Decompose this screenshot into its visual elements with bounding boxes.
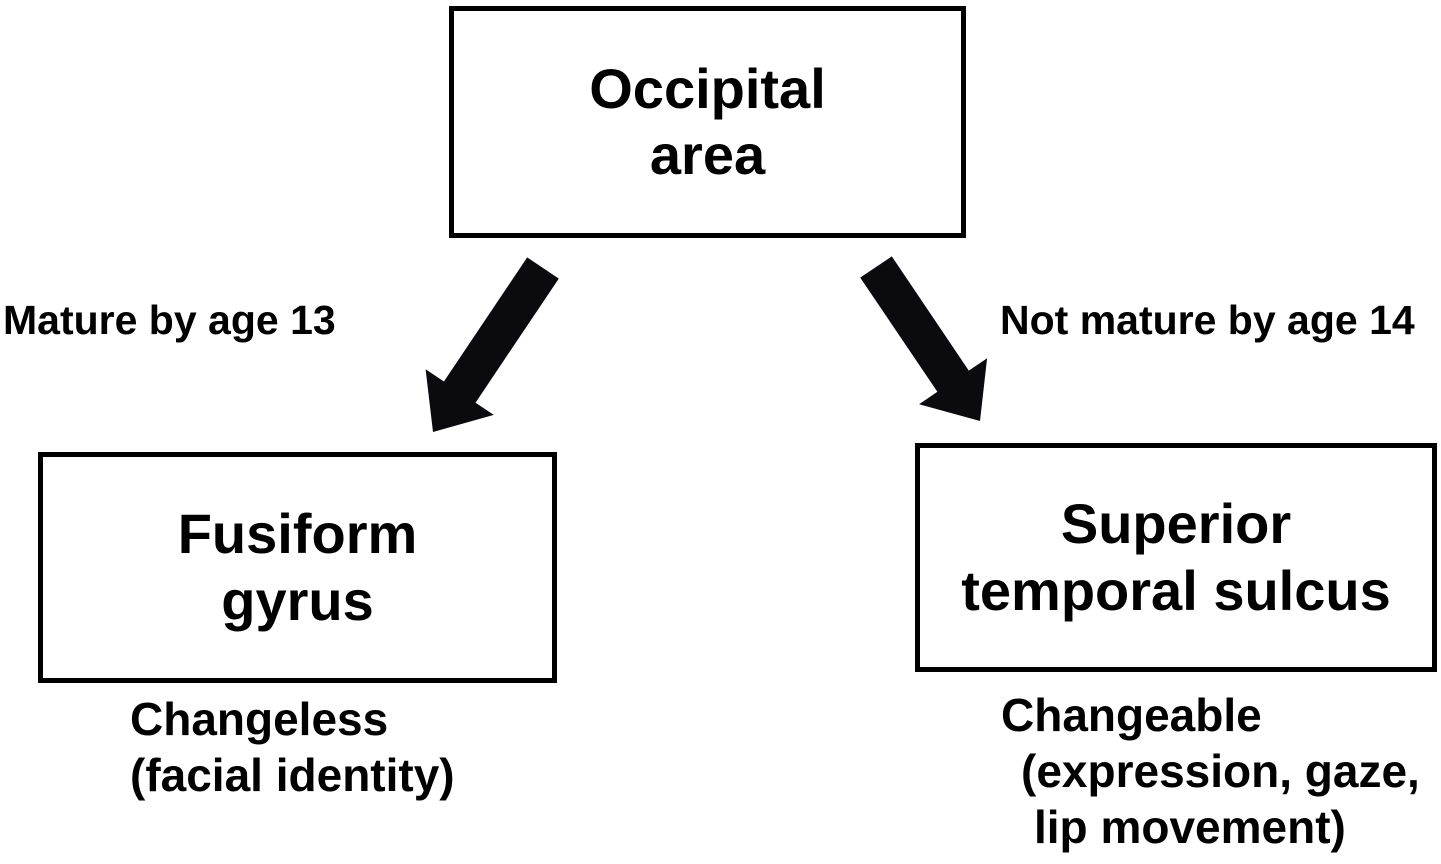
occipital-area-label-line1: Occipital: [589, 56, 826, 120]
fusiform-gyrus-node: Fusiform gyrus: [38, 452, 557, 683]
sts-caption-line3: lip movement): [1034, 801, 1346, 854]
superior-temporal-sulcus-label-line1: Superior: [1060, 492, 1292, 556]
right-arrow-label: Not mature by age 14: [1000, 297, 1415, 343]
superior-temporal-sulcus-label: Superior temporal sulcus: [961, 491, 1390, 623]
superior-temporal-sulcus-node: Superior temporal sulcus: [915, 443, 1437, 672]
occipital-area-label: Occipital area: [589, 56, 826, 188]
left-arrow-label: Mature by age 13: [3, 297, 336, 343]
down-left-arrow-icon: [425, 257, 559, 432]
occipital-area-label-line2: area: [649, 123, 766, 186]
fusiform-gyrus-label: Fusiform gyrus: [178, 501, 418, 633]
sts-caption-line1: Changeable: [1001, 689, 1262, 741]
sts-caption-line2: (expression, gaze,: [1021, 745, 1420, 798]
fusiform-gyrus-label-line1: Fusiform: [177, 502, 418, 566]
fusiform-caption-line1: Changeless: [130, 693, 389, 745]
occipital-area-node: Occipital area: [449, 6, 966, 238]
fusiform-caption-line2: (facial identity): [130, 749, 455, 802]
superior-temporal-sulcus-caption: Changeable (expression, gaze, lip moveme…: [1001, 687, 1420, 855]
superior-temporal-sulcus-label-line2: temporal sulcus: [961, 558, 1391, 622]
fusiform-gyrus-label-line2: gyrus: [221, 568, 374, 632]
fusiform-caption: Changeless (facial identity): [130, 691, 455, 803]
down-right-arrow-icon: [860, 256, 988, 421]
